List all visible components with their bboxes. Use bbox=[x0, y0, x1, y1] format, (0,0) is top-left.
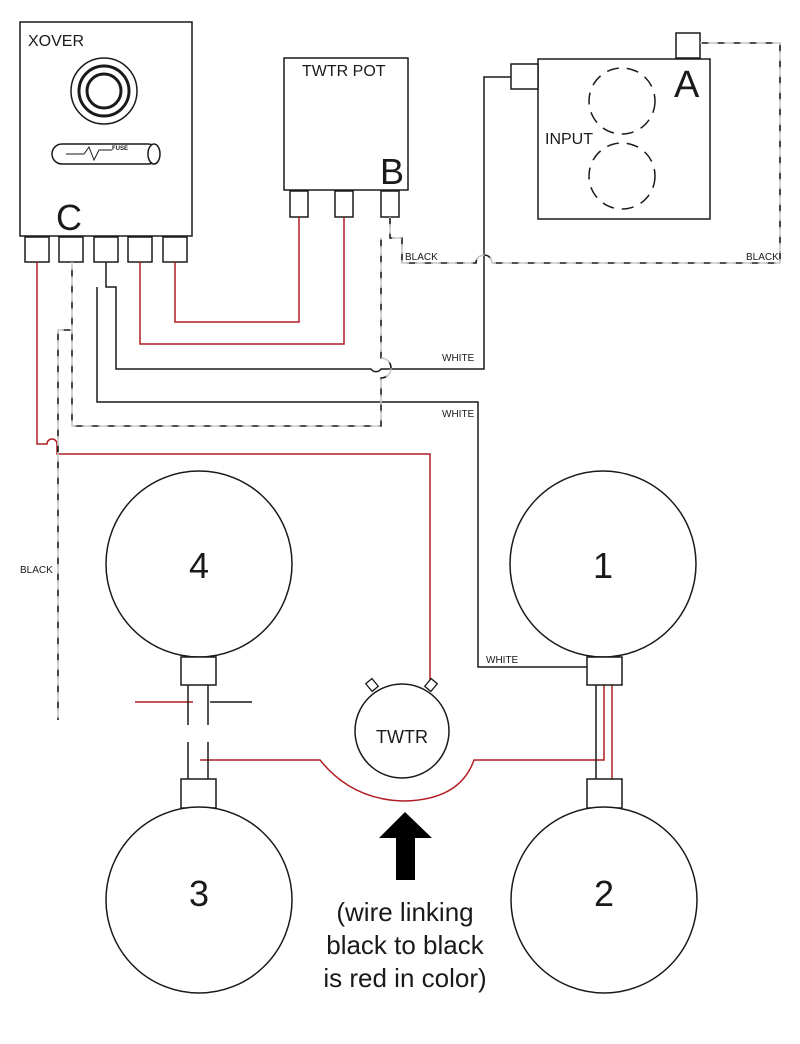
speaker-3-terminal[interactable] bbox=[180, 778, 217, 809]
crossover-terminal-4[interactable] bbox=[127, 236, 153, 263]
crossover-terminal-1[interactable] bbox=[24, 236, 50, 263]
speaker-3-circle[interactable] bbox=[105, 806, 293, 994]
speaker-3-label: 3 bbox=[189, 873, 209, 914]
speaker-4-terminal[interactable] bbox=[180, 656, 217, 686]
input-title: INPUT bbox=[545, 131, 593, 148]
speaker-2: 2 bbox=[510, 778, 698, 994]
speaker-1-terminal[interactable] bbox=[586, 656, 623, 686]
note-line-1: (wire linking bbox=[336, 897, 473, 927]
label-black-top-right: BLACK bbox=[746, 252, 779, 263]
tweeter-terminal-left[interactable] bbox=[364, 677, 380, 693]
label-black-left: BLACK bbox=[20, 565, 53, 576]
input-letter: A bbox=[674, 64, 700, 106]
wire-xover-to-pot-1 bbox=[174, 217, 300, 323]
wire-black-pot-to-xover bbox=[71, 238, 392, 427]
note-line-3: is red in color) bbox=[323, 963, 486, 993]
speaker-3: 3 bbox=[105, 778, 293, 994]
crossover-terminal-5[interactable] bbox=[162, 236, 188, 263]
tweeter-pot-terminal-3[interactable] bbox=[380, 190, 400, 218]
label-white-lower: WHITE bbox=[442, 409, 475, 420]
wire-labels: BLACK BLACK WHITE WHITE WHITE BLACK bbox=[20, 252, 779, 666]
speaker-1-label: 1 bbox=[593, 545, 613, 586]
tweeter-pot-box bbox=[283, 57, 409, 191]
red-wires bbox=[36, 217, 613, 802]
note: (wire linking black to black is red in c… bbox=[323, 897, 486, 993]
label-white-upper: WHITE bbox=[442, 353, 475, 364]
speaker-4-label: 4 bbox=[189, 545, 209, 586]
label-white-speaker: WHITE bbox=[486, 655, 519, 666]
tweeter-pot-unit: TWTR POT B bbox=[283, 57, 409, 218]
tweeter-pot-letter: B bbox=[380, 151, 404, 192]
crossover-unit: XOVER FUSE C bbox=[19, 21, 193, 263]
tweeter: TWTR bbox=[354, 677, 450, 779]
crossover-terminal-2[interactable] bbox=[58, 236, 84, 263]
tweeter-terminal-right[interactable] bbox=[423, 677, 439, 693]
speaker-2-label: 2 bbox=[594, 873, 614, 914]
input-jack-outline-upper bbox=[588, 67, 656, 135]
speaker-4: 4 bbox=[105, 470, 293, 686]
black-wires bbox=[96, 76, 597, 779]
crossover-title: XOVER bbox=[28, 33, 84, 50]
input-unit: INPUT A bbox=[510, 32, 711, 220]
speaker-2-circle[interactable] bbox=[510, 806, 698, 994]
wire-white-xover-to-speaker-1 bbox=[96, 287, 592, 668]
label-black-top-left: BLACK bbox=[405, 252, 438, 263]
wire-black-left-down bbox=[57, 329, 72, 720]
tweeter-pot-terminal-1[interactable] bbox=[289, 190, 309, 218]
crossover-box bbox=[19, 21, 193, 237]
tweeter-pot-title: TWTR POT bbox=[302, 63, 386, 80]
fuse-label: FUSE bbox=[112, 146, 128, 152]
fuse-icon: FUSE bbox=[51, 143, 161, 165]
wire-xover-to-pot-2 bbox=[139, 217, 345, 345]
input-terminal-white[interactable] bbox=[510, 63, 539, 90]
note-line-2: black to black bbox=[326, 930, 485, 960]
input-box bbox=[537, 58, 711, 220]
crossover-knob-icon bbox=[70, 57, 138, 125]
tweeter-circle[interactable] bbox=[354, 683, 450, 779]
wire-xover-to-tweeter bbox=[36, 262, 431, 681]
crossover-letter: C bbox=[56, 197, 82, 238]
dashed-wires bbox=[57, 42, 781, 720]
speaker-1: 1 bbox=[509, 470, 697, 686]
wire-red-link bbox=[200, 685, 605, 802]
up-arrow-icon bbox=[379, 812, 432, 880]
input-terminal-black[interactable] bbox=[675, 32, 701, 59]
tweeter-label: TWTR bbox=[376, 727, 428, 747]
crossover-terminal-3[interactable] bbox=[93, 236, 119, 263]
input-jack-outline-lower bbox=[588, 142, 656, 210]
wire-white-input-to-xover bbox=[105, 76, 511, 373]
tweeter-pot-terminal-2[interactable] bbox=[334, 190, 354, 218]
speaker-2-terminal[interactable] bbox=[586, 778, 623, 809]
